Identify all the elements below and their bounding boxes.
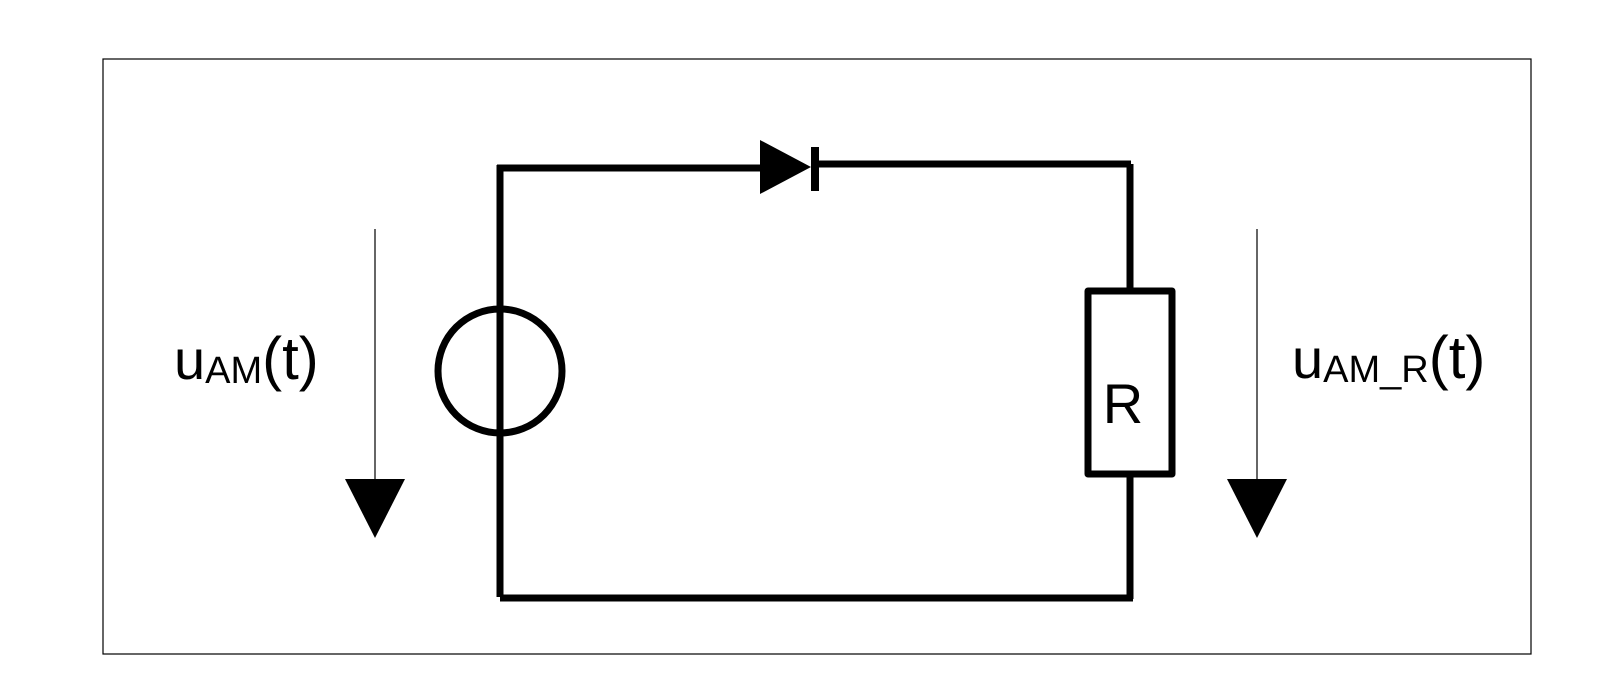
left-voltage-label: uAM(t) [174, 325, 319, 392]
circuit-wires [496, 160, 1134, 602]
left-voltage-subscript: AM [205, 350, 262, 392]
voltage-source-icon [434, 305, 566, 437]
right-voltage-argument: (t) [1429, 324, 1486, 391]
right-voltage-symbol: u [1292, 327, 1323, 390]
right-voltage-label: uAM_R(t) [1292, 324, 1485, 391]
left-voltage-argument: (t) [262, 325, 319, 392]
diode-icon [760, 140, 819, 194]
left-voltage-symbol: u [174, 328, 205, 391]
left-voltage-arrow-icon [345, 229, 405, 538]
right-voltage-arrow-icon [1227, 229, 1287, 538]
resistor-icon [1084, 287, 1176, 478]
right-voltage-subscript: AM_R [1323, 349, 1429, 391]
diagram-frame [102, 58, 1532, 655]
resistor-label: R [1103, 372, 1143, 435]
